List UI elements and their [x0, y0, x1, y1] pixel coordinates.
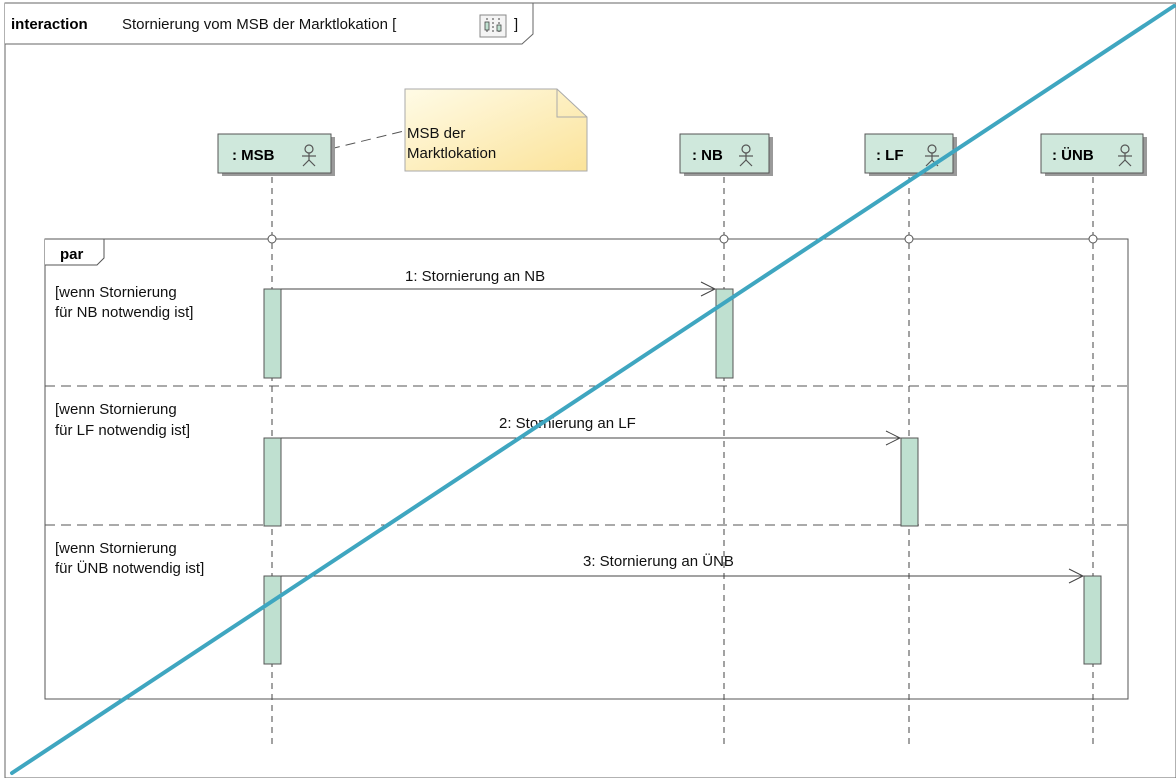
- frame-title-close: ]: [514, 16, 518, 33]
- message-2-label: 2: Stornierung an LF: [499, 415, 636, 432]
- activation-lf: [900, 437, 919, 527]
- gate-marker: [719, 234, 729, 244]
- guard-3-line-1: [wenn Stornierung: [55, 540, 177, 557]
- activation-nb: [715, 288, 734, 379]
- par-fragment: par: [44, 238, 1129, 700]
- message-1[interactable]: 1: Stornierung an NB: [281, 268, 717, 297]
- gate-marker: [904, 234, 914, 244]
- note-anchor-line: [329, 130, 405, 150]
- activation-unb: [1083, 575, 1102, 665]
- frame-keyword: interaction: [11, 16, 88, 33]
- frame-header-tab: [5, 2, 534, 45]
- activation-msb-1: [263, 288, 282, 379]
- guard-1-line-2: für NB notwendig ist]: [55, 304, 193, 321]
- activation-msb-2: [263, 437, 282, 527]
- note-line-2: Marktlokation: [407, 145, 496, 162]
- message-3[interactable]: 3: Stornierung an ÜNB: [281, 552, 1085, 584]
- lifeline-unb[interactable]: : ÜNB: [1040, 133, 1147, 176]
- guard-2-line-2: für LF notwendig ist]: [55, 422, 190, 439]
- gate-marker: [267, 234, 277, 244]
- note-line-1: MSB der: [407, 125, 465, 142]
- actor-icon: [302, 144, 316, 167]
- actor-icon: [739, 144, 753, 167]
- lifeline-msb-label: : MSB: [232, 147, 275, 164]
- guard-3-line-2: für ÜNB notwendig ist]: [55, 559, 204, 577]
- lifeline-nb-label: : NB: [692, 147, 723, 164]
- frame-title: Stornierung vom MSB der Marktlokation [: [122, 16, 397, 33]
- note: MSB der Marktlokation: [404, 88, 588, 172]
- guard-2-line-1: [wenn Stornierung: [55, 401, 177, 418]
- lifeline-nb[interactable]: : NB: [679, 133, 773, 176]
- message-1-label: 1: Stornierung an NB: [405, 268, 545, 285]
- lifeline-lf-label: : LF: [876, 147, 904, 164]
- lifeline-lf[interactable]: : LF: [864, 133, 957, 176]
- strike-through-line: [10, 4, 1176, 775]
- message-3-label: 3: Stornierung an ÜNB: [583, 552, 734, 570]
- lifeline-unb-label: : ÜNB: [1052, 147, 1094, 164]
- activation-msb-3: [263, 575, 282, 665]
- sequence-diagram-icon: [479, 14, 507, 38]
- gate-marker: [1088, 234, 1098, 244]
- lifeline-msb[interactable]: : MSB: [217, 133, 335, 176]
- actor-icon: [1118, 144, 1132, 167]
- guard-1-line-1: [wenn Stornierung: [55, 284, 177, 301]
- fragment-operator: par: [60, 246, 84, 263]
